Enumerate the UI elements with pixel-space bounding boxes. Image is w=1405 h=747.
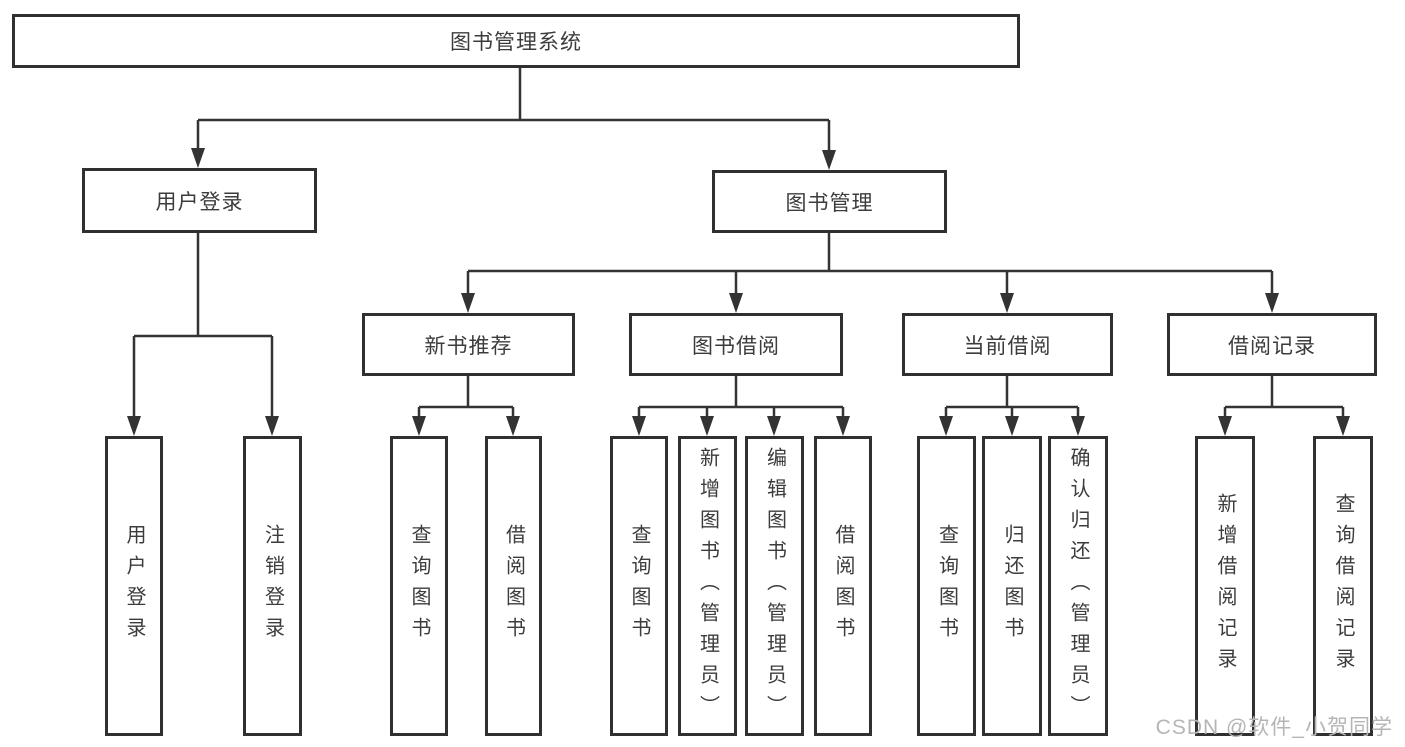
node-current-borrow: 当前借阅: [902, 313, 1113, 376]
node-new-book-recommend-label: 新书推荐: [424, 334, 513, 358]
leaf-user-login: 用户登录: [105, 436, 163, 736]
leaf-query-borrow-record: 查询借阅记录: [1313, 436, 1373, 736]
leaf-borrow-book-1-label: 借阅图书: [502, 524, 525, 648]
node-book-borrow-label: 图书借阅: [692, 334, 780, 358]
leaf-query-book-3-label: 查询图书: [935, 524, 958, 648]
leaf-borrow-book-2: 借阅图书: [814, 436, 872, 736]
leaf-edit-book-admin-label: 编辑图书（管理员）: [763, 446, 786, 726]
leaf-return-book-label: 归还图书: [1001, 524, 1023, 648]
node-new-book-recommend: 新书推荐: [362, 313, 575, 376]
leaf-borrow-book-1: 借阅图书: [485, 436, 542, 736]
leaf-logout: 注销登录: [243, 436, 302, 736]
node-root-label: 图书管理系统: [450, 31, 582, 54]
leaf-edit-book-admin: 编辑图书（管理员）: [745, 436, 804, 736]
leaf-logout-label: 注销登录: [261, 524, 284, 648]
leaf-query-borrow-record-label: 查询借阅记录: [1332, 493, 1354, 679]
node-book-borrow: 图书借阅: [629, 313, 843, 376]
node-book-management-label: 图书管理: [785, 191, 874, 215]
node-book-management: 图书管理: [712, 170, 947, 233]
leaf-query-book-1: 查询图书: [390, 436, 448, 736]
leaf-add-borrow-record-label: 新增借阅记录: [1214, 493, 1236, 679]
leaf-query-book-3: 查询图书: [917, 436, 976, 736]
leaf-add-borrow-record: 新增借阅记录: [1195, 436, 1255, 736]
leaf-query-book-1-label: 查询图书: [408, 524, 430, 648]
leaf-query-book-2-label: 查询图书: [628, 524, 650, 648]
leaf-user-login-label: 用户登录: [123, 524, 145, 648]
leaf-borrow-book-2-label: 借阅图书: [832, 524, 854, 648]
node-current-borrow-label: 当前借阅: [963, 334, 1052, 358]
node-root: 图书管理系统: [12, 14, 1020, 68]
leaf-add-book-admin: 新增图书（管理员）: [678, 436, 737, 736]
leaf-return-book: 归还图书: [982, 436, 1042, 736]
leaf-confirm-return-admin-label: 确认归还（管理员）: [1067, 446, 1089, 726]
leaf-confirm-return-admin: 确认归还（管理员）: [1048, 436, 1108, 736]
node-borrow-record-label: 借阅记录: [1228, 334, 1316, 358]
node-user-login-label: 用户登录: [155, 190, 244, 214]
leaf-query-book-2: 查询图书: [610, 436, 668, 736]
node-borrow-record: 借阅记录: [1167, 313, 1377, 376]
node-user-login: 用户登录: [82, 168, 317, 233]
leaf-add-book-admin-label: 新增图书（管理员）: [696, 446, 719, 726]
